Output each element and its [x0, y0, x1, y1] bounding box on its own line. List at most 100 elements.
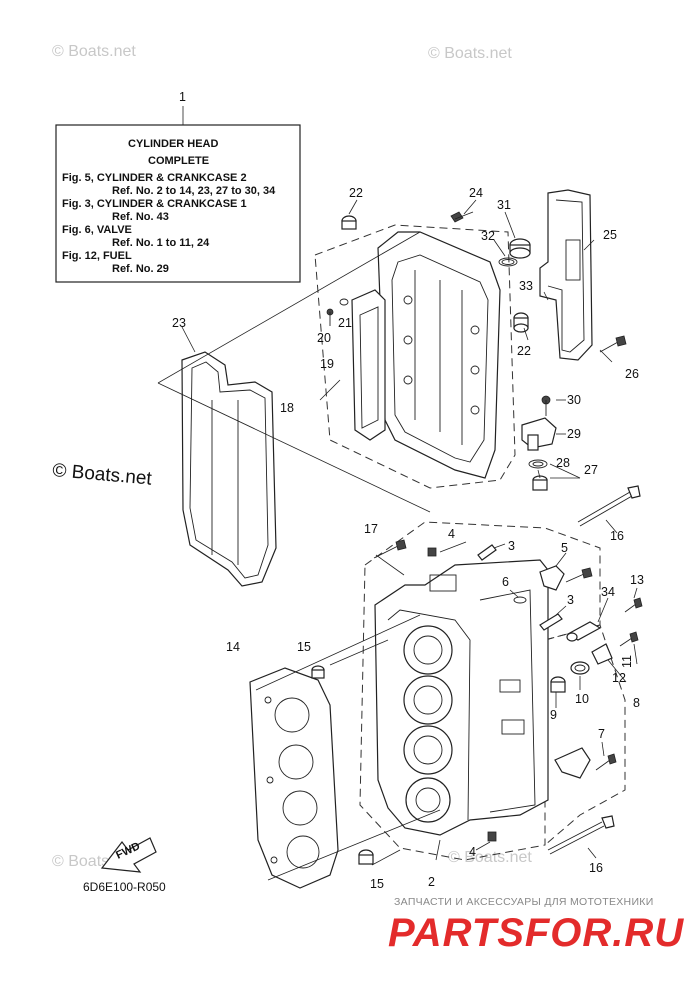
callout-label: 34: [601, 585, 615, 599]
callout-label: 29: [567, 427, 581, 441]
bolt-17: [373, 539, 407, 559]
sensor-29: [521, 417, 557, 451]
head-gasket: [249, 667, 339, 889]
callout-label: 4: [469, 845, 476, 859]
callout-label: 16: [589, 861, 603, 875]
cover-gasket: [181, 326, 277, 587]
bolt-24: [450, 211, 474, 223]
callout-label: 32: [481, 229, 495, 243]
group-outline-fittings: [544, 624, 626, 846]
callout-label: 19: [320, 357, 334, 371]
callout-label: 30: [567, 393, 581, 407]
watermark: © Boats.net: [52, 460, 154, 490]
callout-label: 22: [517, 344, 531, 358]
caption-line: Ref. No. 2 to 14, 23, 27 to 30, 34: [112, 185, 276, 197]
cylinder-head: [374, 559, 549, 836]
grommet-22-right: [513, 312, 529, 333]
group-outline-head-cover: [314, 224, 516, 489]
callout-label: 3: [567, 593, 574, 607]
callout-label: 22: [349, 186, 363, 200]
plug-4-top: [427, 547, 437, 557]
callout-label: 8: [633, 696, 640, 710]
callout-label: 12: [612, 671, 626, 685]
callout-label: 28: [556, 456, 570, 470]
callout-label: 23: [172, 316, 186, 330]
callout-label: 33: [519, 279, 533, 293]
callout-label: 26: [625, 367, 639, 381]
callout-labels: 1 22 24 31 32 25 23 21 20 33 22 19 18 26…: [172, 90, 644, 891]
ring-10: [570, 661, 590, 675]
dowel-15-top: [311, 665, 325, 679]
watermark: © Boats.net: [428, 45, 512, 62]
callout-label: 21: [338, 316, 352, 330]
fwd-arrow-icon: FWD: [100, 837, 157, 873]
callout-label: 4: [448, 527, 455, 541]
caption-line: Fig. 12, FUEL: [62, 250, 132, 262]
caption-line: Fig. 3, CYLINDER & CRANKCASE 1: [62, 198, 247, 210]
callout-label: 6: [502, 575, 509, 589]
caption-line: Ref. No. 43: [112, 211, 169, 223]
callout-label: 31: [497, 198, 511, 212]
fitting-12: [591, 643, 613, 665]
diagram-code: 6D6E100-R050: [83, 880, 166, 894]
cap-31: [509, 238, 531, 259]
bolt-13: [624, 597, 643, 613]
brand-tagline: ЗАПЧАСТИ И АКСЕССУАРЫ ДЛЯ МОТОТЕХНИКИ: [394, 896, 654, 908]
callout-label: 27: [584, 463, 598, 477]
long-bolt-16: [577, 485, 641, 527]
caption-line: COMPLETE: [148, 155, 209, 167]
o-ring-32: [498, 257, 518, 267]
caption-line: CYLINDER HEAD: [128, 138, 219, 150]
callout-label: 13: [630, 573, 644, 587]
o-ring-28: [528, 459, 548, 469]
bracket-25: [539, 189, 593, 361]
clamp-5: [539, 565, 565, 591]
brand-name: PARTSFOR.RU: [388, 911, 684, 955]
callout-label: 10: [575, 692, 589, 706]
callout-label: 15: [370, 877, 384, 891]
bolt-5: [565, 567, 593, 583]
fitting-9: [550, 676, 566, 693]
caption-line: Fig. 5, CYLINDER & CRANKCASE 2: [62, 172, 247, 184]
watermark: © Boats.net: [448, 849, 532, 866]
cylinder-head-cover: [377, 231, 501, 479]
callout-label: 11: [620, 655, 634, 668]
clamp-7: [554, 747, 591, 779]
caption-box: CYLINDER HEAD COMPLETE Fig. 5, CYLINDER …: [55, 106, 301, 283]
callout-label: 3: [508, 539, 515, 553]
plug-4-bottom: [487, 831, 497, 842]
group-outline-cylinder-head: [359, 521, 601, 861]
callout-label: 24: [469, 186, 483, 200]
callout-label: 25: [603, 228, 617, 242]
callout-label: 7: [598, 727, 605, 741]
callout-label: 2: [428, 875, 435, 889]
callout-label: 5: [561, 541, 568, 555]
cover-plate: [351, 289, 386, 441]
watermark: © Boats.net: [52, 43, 136, 60]
callout-label: 9: [550, 708, 557, 722]
caption-line: Ref. No. 29: [112, 263, 169, 275]
caption-line: Fig. 6, VALVE: [62, 224, 132, 236]
long-bolt-16-lower: [547, 815, 615, 855]
pin-3-top: [477, 544, 497, 561]
brand-logo: ЗАПЧАСТИ И АКСЕССУАРЫ ДЛЯ МОТОТЕХНИКИ PA…: [388, 896, 684, 955]
washer-21: [339, 298, 349, 306]
pin-3-mid: [539, 613, 563, 631]
ring-6: [513, 596, 527, 604]
screw-20: [326, 308, 334, 326]
leader-lines: [157, 199, 638, 881]
grommet-22-top: [341, 215, 357, 230]
callout-label: 16: [610, 529, 624, 543]
callout-label: 1: [179, 90, 186, 104]
bolt-26: [599, 335, 627, 353]
callout-label: 20: [317, 331, 331, 345]
callout-label: 17: [364, 522, 378, 536]
dowel-15-bottom: [358, 849, 374, 865]
caption-line: Ref. No. 1 to 11, 24: [112, 237, 210, 249]
fitting-34: [566, 621, 602, 642]
bolt-11: [619, 631, 639, 647]
fitting-27: [532, 475, 548, 491]
callout-label: 15: [297, 640, 311, 654]
callout-label: 14: [226, 640, 240, 654]
